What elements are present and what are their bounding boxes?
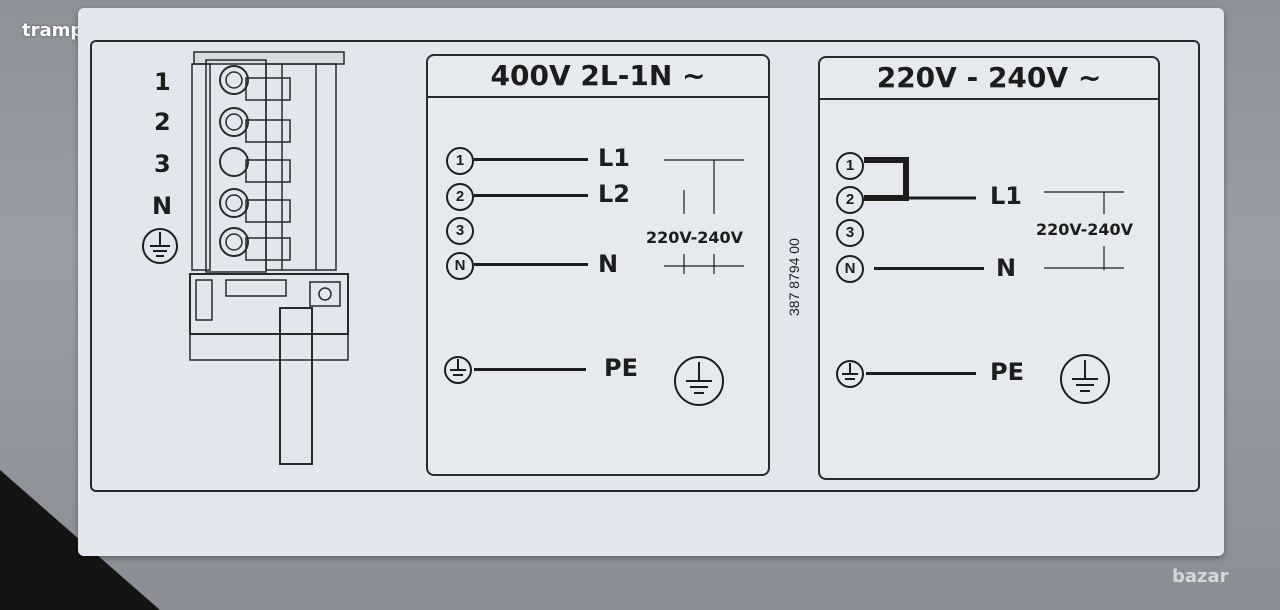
panel-230v-header: 220V - 240V ~ — [820, 58, 1158, 100]
ground-symbol-icon — [142, 228, 178, 264]
serial-number: 387 8794 00 — [786, 238, 802, 316]
terminal-number-3: 3 — [154, 150, 171, 178]
voltage-label-230-panel: 220V-240V — [1036, 220, 1134, 239]
wire-n — [874, 267, 984, 270]
voltage-label-400-panel: 220V-240V — [646, 228, 744, 247]
terminal-circle-2: 2 — [836, 186, 864, 214]
terminal-circle-n: N — [446, 252, 474, 280]
panel-400v-header: 400V 2L-1N ~ — [428, 56, 768, 98]
terminal-circle-3: 3 — [446, 217, 474, 245]
terminal-circle-2: 2 — [446, 183, 474, 211]
watermark-logo: bazar — [1172, 566, 1229, 587]
wire-label-n: N — [996, 254, 1017, 282]
terminal-block-drawing — [189, 51, 349, 465]
ground-symbol-icon — [1060, 354, 1110, 404]
wire-l2 — [474, 194, 588, 197]
wire-n — [474, 263, 588, 266]
wire-label-l1: L1 — [598, 144, 630, 172]
terminal-circle-1: 1 — [446, 147, 474, 175]
wire-pe — [866, 372, 976, 375]
voltage-arrows-diagram — [664, 159, 744, 274]
wire-l1 — [474, 158, 588, 161]
terminal-circle-1: 1 — [836, 152, 864, 180]
pe-terminal-icon — [836, 360, 864, 388]
terminal-circle-n: N — [836, 255, 864, 283]
wire-label-n: N — [598, 250, 619, 278]
wire-pe — [474, 368, 586, 371]
label-frame — [90, 40, 1200, 492]
terminal-number-2: 2 — [154, 108, 171, 136]
pe-terminal-icon — [444, 356, 472, 384]
ground-symbol-icon — [674, 356, 724, 406]
pe-label: PE — [604, 354, 638, 382]
wire-label-l2: L2 — [598, 180, 630, 208]
wire-label-l1: L1 — [990, 182, 1022, 210]
terminal-number-1: 1 — [154, 68, 171, 96]
bridge-wire — [864, 157, 976, 201]
voltage-arrows-diagram — [1044, 191, 1124, 270]
terminal-circle-3: 3 — [836, 219, 864, 247]
terminal-number-n: N — [152, 192, 173, 220]
pe-label: PE — [990, 358, 1024, 386]
